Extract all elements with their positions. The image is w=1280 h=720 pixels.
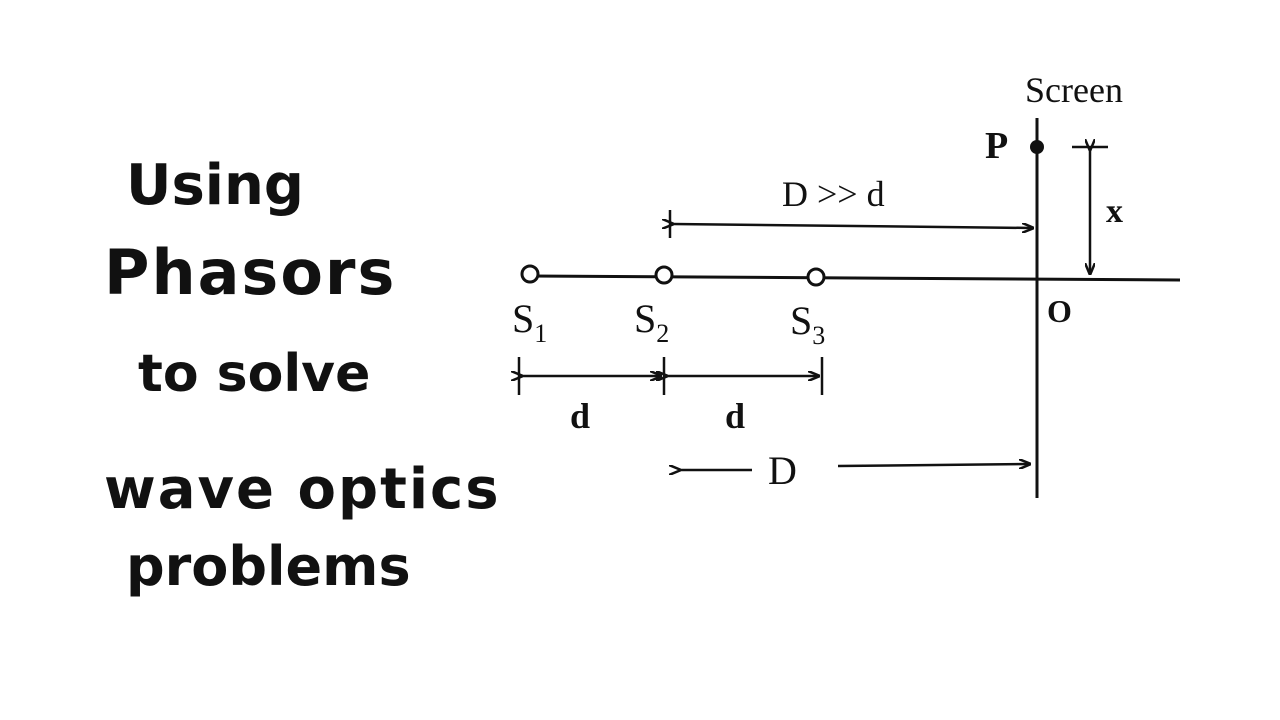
source-s3-label: S3: [790, 298, 825, 350]
title-line-1: Using: [126, 153, 304, 218]
source-s3-dot: [806, 267, 826, 287]
x-label: x: [1106, 193, 1123, 230]
spacing-label-2: d: [725, 396, 745, 436]
source-axis-line: [529, 274, 1181, 282]
source-s1-label: S1: [512, 296, 547, 348]
distance-label: D: [768, 448, 797, 493]
title-line-2: Phasors: [104, 236, 397, 309]
spacing-label-1: d: [570, 396, 590, 436]
screen-label: Screen: [1025, 70, 1123, 110]
point-p-dot: [1030, 140, 1044, 154]
source-s2-dot: [654, 265, 674, 285]
d-relation-label: D >> d: [782, 174, 885, 214]
point-p-label: P: [985, 125, 1008, 167]
source-s1-dot: [520, 264, 540, 284]
source-s2-label: S2: [634, 296, 669, 348]
point-o-label: O: [1047, 293, 1072, 329]
title-line-3: to solve: [138, 344, 371, 404]
title-line-4: wave optics: [104, 457, 501, 522]
distance-arrow-right: [837, 464, 1030, 466]
d-relation-arrow: [673, 224, 1033, 228]
title-line-5: problems: [126, 535, 411, 598]
